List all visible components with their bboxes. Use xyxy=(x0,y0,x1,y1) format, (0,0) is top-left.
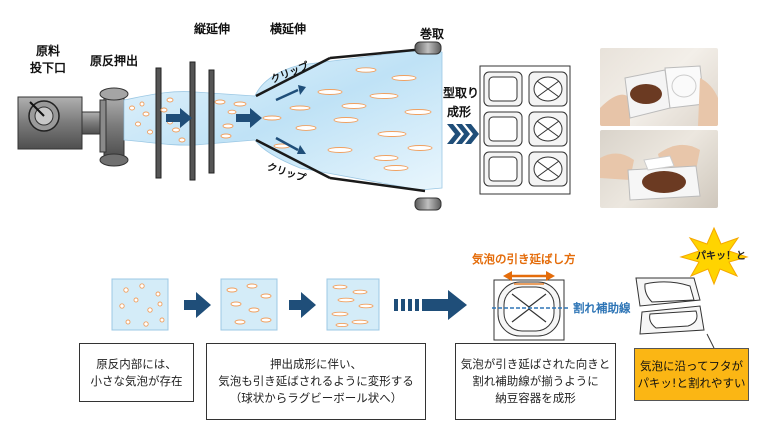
explanation-box-3: 気泡が引き延ばされた向きと 割れ補助線が揃うように 納豆容器を成形 xyxy=(455,343,616,420)
sample-bubble xyxy=(157,301,163,307)
explanation-3-line-3: 納豆容器を成形 xyxy=(495,391,576,405)
explanation-2-line-1: 押出成形に伴い、 xyxy=(270,357,362,371)
film-bubble xyxy=(172,127,180,133)
film-bubble xyxy=(222,123,234,129)
film-bubble xyxy=(129,105,135,111)
pop-sound-label: パキッ！と xyxy=(696,251,746,262)
film-bubble xyxy=(377,131,407,137)
forming-label-line2: 成形 xyxy=(447,105,472,119)
sample-bubble xyxy=(226,287,238,293)
film-bubble xyxy=(404,109,432,115)
film-bubble xyxy=(214,99,226,105)
extrusion-label: 原反押出 xyxy=(90,54,139,68)
film-bubble xyxy=(160,107,168,113)
sample-bubble xyxy=(159,317,165,323)
sample-bubble xyxy=(352,289,368,295)
film-bubble xyxy=(227,109,237,115)
sample-bubble xyxy=(246,283,258,289)
forming-label-line1: 型取り xyxy=(443,86,480,100)
film-bubble xyxy=(341,103,367,109)
sample-bubble xyxy=(331,311,349,317)
sample-bubble xyxy=(147,307,153,313)
feed-label-line2: 投下口 xyxy=(30,61,67,75)
sample-bubble xyxy=(139,283,145,289)
explanation-3-line-1: 気泡が引き延ばされた向きと xyxy=(460,357,611,371)
explanation-4-line-2: パキッ!と割れやすい xyxy=(637,375,746,390)
film-bubble xyxy=(407,145,433,151)
td-stretch-label: 横延伸 xyxy=(270,22,307,36)
step-arrow-1 xyxy=(184,292,211,318)
film-bubble xyxy=(135,121,141,127)
explanation-box-4: 気泡に沿ってフタが パキッ!と割れやすい xyxy=(634,348,749,401)
film-bubble xyxy=(142,111,150,117)
md-stretch-label: 縦延伸 xyxy=(194,22,231,36)
explanation-1-line-2: 小さな気泡が存在 xyxy=(90,373,183,388)
step-arrow-2 xyxy=(289,292,316,318)
photo-breaking-lid xyxy=(600,130,718,208)
explanation-2-line-3: （球状からラグビーボール状へ） xyxy=(229,391,403,405)
film-bubble xyxy=(178,137,186,143)
explanation-4-line-1: 気泡に沿ってフタが xyxy=(640,358,743,373)
explanation-3-line-2: 割れ補助線が揃うように xyxy=(472,374,599,388)
film-bubble xyxy=(233,101,247,107)
sample-bubbles xyxy=(119,283,374,328)
sample-bubble xyxy=(143,321,149,327)
film-bubbles xyxy=(129,67,433,171)
sample-bubble xyxy=(260,293,272,299)
sample-bubble xyxy=(248,307,260,313)
photo-opening-container xyxy=(600,48,718,126)
lid-diagram xyxy=(492,271,568,341)
sample-bubble xyxy=(335,322,349,328)
film-bubble xyxy=(295,125,317,131)
sample-bubble xyxy=(337,297,355,303)
sample-bubble xyxy=(119,303,125,309)
sample-bubble xyxy=(133,297,139,303)
film-bubble xyxy=(369,93,399,99)
step-arrow-3 xyxy=(394,290,467,320)
film-bubble xyxy=(355,67,377,73)
explanation-box-1: 原反内部には、 小さな気泡が存在 xyxy=(79,343,194,402)
explanation-1-line-1: 原反内部には、 xyxy=(96,356,177,371)
explanation-box-2: 押出成形に伴い、 気泡も引き延ばされるように変形する （球状からラグビーボール状… xyxy=(206,343,426,420)
sample-bubble xyxy=(358,303,374,309)
film-bubble xyxy=(333,117,359,123)
flow-arrows xyxy=(166,85,306,154)
film-bubble xyxy=(383,165,409,171)
film-bubble xyxy=(166,97,174,103)
film-bubble xyxy=(391,75,417,81)
sample-bubble xyxy=(234,319,246,325)
film-bubble xyxy=(289,105,311,111)
score-line-label: 割れ補助線 xyxy=(573,301,631,315)
winding-rolls xyxy=(414,41,442,211)
sample-bubble xyxy=(230,301,242,307)
sample-bubble xyxy=(155,291,161,297)
callout-connector xyxy=(706,333,715,349)
film-bubble xyxy=(317,89,343,95)
container-tray xyxy=(479,65,571,195)
broken-lid-diagram xyxy=(635,277,705,335)
sample-bubble xyxy=(332,284,348,290)
sample-bubble xyxy=(125,319,131,325)
forming-chevrons xyxy=(447,124,479,144)
sample-bubble xyxy=(123,287,129,293)
winding-label: 巻取 xyxy=(420,27,445,41)
bubble-direction-label: 気泡の引き延ばし方 xyxy=(472,252,576,266)
explanation-2-line-2: 気泡も引き延ばされるように変形する xyxy=(218,374,414,388)
film-bubble xyxy=(262,115,282,121)
sample-bubble xyxy=(260,317,272,323)
sample-bubble xyxy=(351,319,369,325)
film-bubble xyxy=(327,147,353,153)
film-bubble xyxy=(220,133,232,139)
film-sheet xyxy=(123,47,443,193)
feed-label-line1: 原料 xyxy=(36,44,61,58)
film-bubble xyxy=(373,155,399,161)
md-stretch-rolls xyxy=(155,61,215,181)
extruder xyxy=(17,87,129,167)
pop-starburst xyxy=(679,226,749,286)
film-bubble xyxy=(147,129,153,135)
film-bubble xyxy=(139,101,145,107)
